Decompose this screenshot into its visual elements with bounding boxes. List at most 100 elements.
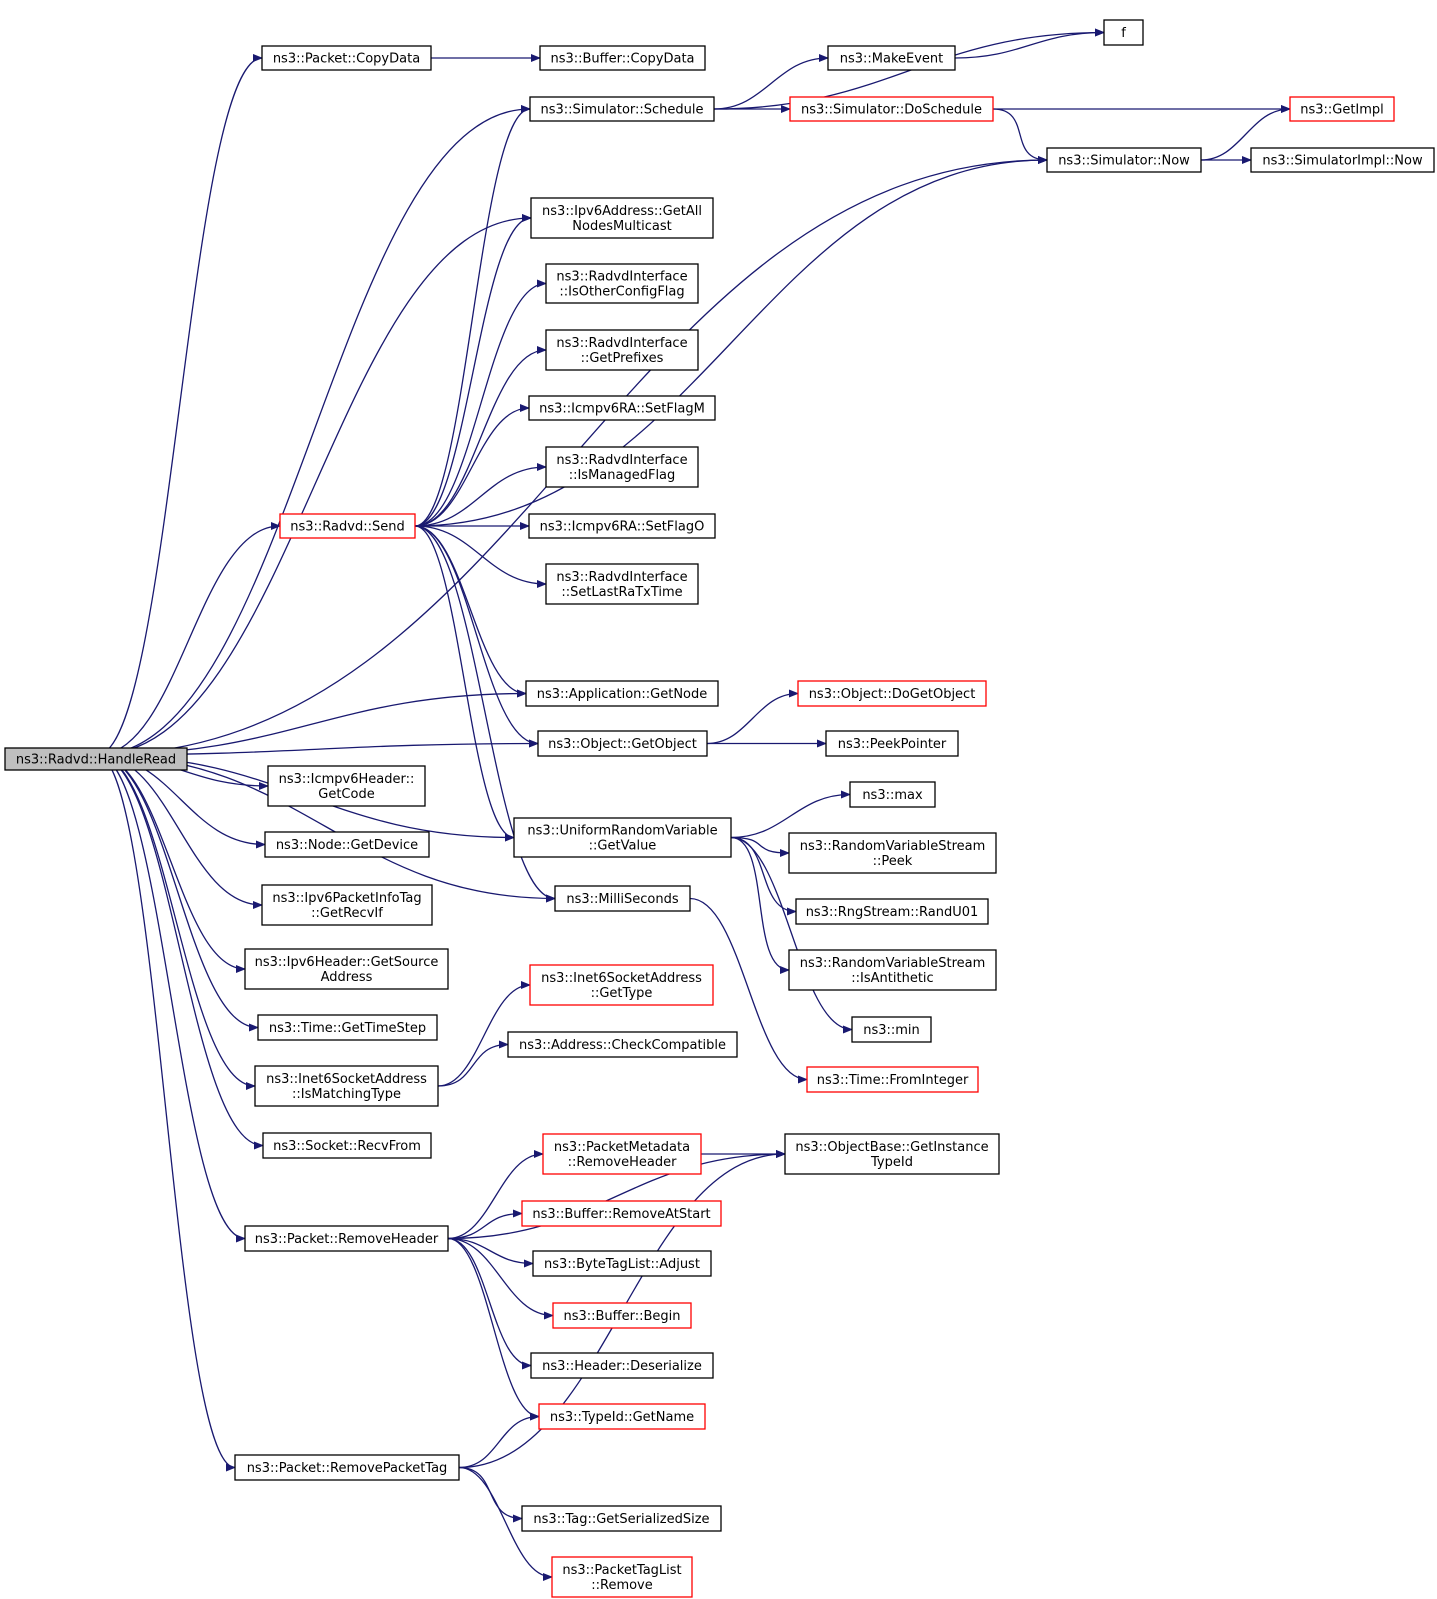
node-schedule[interactable]: ns3::Simulator::Schedule	[529, 96, 715, 122]
node-recvif[interactable]: ns3::Ipv6PacketInfoTag::GetRecvIf	[261, 884, 433, 926]
node-box	[234, 1454, 460, 1481]
edge-send-to-getnode	[414, 525, 527, 698]
node-box	[539, 45, 706, 71]
node-randu01[interactable]: ns3::RngStream::RandU01	[795, 898, 989, 925]
node-setflago[interactable]: ns3::Icmpv6RA::SetFlagO	[528, 513, 716, 539]
node-now[interactable]: ns3::Simulator::Now	[1046, 147, 1202, 173]
node-label: ns3::Simulator::Now	[1058, 154, 1190, 169]
node-antithetic[interactable]: ns3::RandomVariableStream::IsAntithetic	[788, 949, 997, 991]
node-removeatstart[interactable]: ns3::Buffer::RemoveAtStart	[521, 1200, 722, 1227]
node-getvalue[interactable]: ns3::UniformRandomVariable::GetValue	[513, 817, 732, 858]
node-getcode[interactable]: ns3::Icmpv6Header::GetCode	[267, 765, 426, 807]
node-label: ns3::Packet::CopyData	[273, 52, 420, 67]
node-inet6type[interactable]: ns3::Inet6SocketAddress::GetType	[529, 964, 714, 1006]
node-label: ::IsMatchingType	[292, 1087, 401, 1102]
edge-now-to-getimpl	[1200, 105, 1291, 161]
node-setflagm[interactable]: ns3::Icmpv6RA::SetFlagM	[528, 395, 716, 421]
node-box	[264, 831, 430, 858]
node-min[interactable]: ns3::min	[851, 1016, 932, 1043]
node-managed[interactable]: ns3::RadvdInterface::IsManagedFlag	[545, 446, 699, 488]
node-peekpointer[interactable]: ns3::PeekPointer	[825, 730, 959, 757]
node-getdevice[interactable]: ns3::Node::GetDevice	[264, 831, 430, 858]
node-label: ns3::MilliSeconds	[566, 892, 679, 907]
node-box	[532, 1250, 712, 1277]
node-label: ::IsOtherConfigFlag	[559, 285, 684, 300]
node-deserialize[interactable]: ns3::Header::Deserialize	[530, 1352, 714, 1379]
node-makeevent[interactable]: ns3::MakeEvent	[827, 45, 956, 71]
edge-send-to-getvalue	[414, 525, 515, 842]
node-box	[261, 45, 432, 71]
node-doschedule[interactable]: ns3::Simulator::DoSchedule	[789, 96, 994, 122]
node-box	[1103, 19, 1144, 46]
node-max[interactable]: ns3::max	[849, 781, 936, 808]
node-getobject[interactable]: ns3::Object::GetObject	[537, 730, 708, 757]
node-label: ns3::max	[862, 788, 923, 803]
node-box	[267, 765, 426, 807]
node-box	[254, 1065, 439, 1107]
node-box	[525, 680, 719, 707]
node-label: ns3::MakeEvent	[840, 52, 944, 67]
node-label: ns3::Ipv6Address::GetAll	[542, 204, 702, 219]
node-frominteger[interactable]: ns3::Time::FromInteger	[806, 1066, 979, 1093]
node-otherconfig[interactable]: ns3::RadvdInterface::IsOtherConfigFlag	[545, 263, 699, 304]
node-label: ns3::Ipv6PacketInfoTag	[272, 891, 421, 906]
node-label: ns3::Buffer::CopyData	[550, 52, 694, 67]
node-dogetobject[interactable]: ns3::Object::DoGetObject	[797, 680, 987, 707]
node-recvfrom[interactable]: ns3::Socket::RecvFrom	[262, 1132, 432, 1159]
edge-schedule-to-makeevent	[713, 54, 829, 110]
node-box	[538, 1403, 706, 1430]
node-label: ns3::Header::Deserialize	[542, 1359, 702, 1374]
node-getprefixes[interactable]: ns3::RadvdInterface::GetPrefixes	[545, 329, 699, 371]
node-label: ns3::Tag::GetSerializedSize	[533, 1512, 709, 1527]
node-peek[interactable]: ns3::RandomVariableStream::Peek	[788, 832, 997, 874]
node-milliseconds[interactable]: ns3::MilliSeconds	[554, 885, 691, 912]
node-label: ns3::RadvdInterface	[556, 570, 687, 585]
node-f[interactable]: f	[1103, 19, 1144, 46]
node-box	[552, 1302, 692, 1329]
edge-handleread-to-removeheader	[96, 754, 246, 1243]
node-adjust[interactable]: ns3::ByteTagList::Adjust	[532, 1250, 712, 1277]
node-removepackettag[interactable]: ns3::Packet::RemovePacketTag	[234, 1454, 460, 1481]
node-send[interactable]: ns3::Radvd::Send	[279, 513, 416, 539]
edge-handleread-to-getsource	[96, 754, 246, 973]
node-serializedsize[interactable]: ns3::Tag::GetSerializedSize	[521, 1505, 722, 1532]
node-tagremove[interactable]: ns3::PacketTagList::Remove	[551, 1556, 693, 1598]
node-copydata[interactable]: ns3::Packet::CopyData	[261, 45, 432, 71]
node-box	[795, 898, 989, 925]
node-handleread[interactable]: ns3::Radvd::HandleRead	[4, 747, 188, 771]
node-label: ns3::Socket::RecvFrom	[273, 1139, 421, 1154]
edge-removeheader-to-begin	[447, 1237, 554, 1320]
edge-send-to-otherconfig	[414, 279, 547, 527]
node-pmremoveheader[interactable]: ns3::PacketMetadata::RemoveHeader	[542, 1133, 702, 1175]
node-timestep[interactable]: ns3::Time::GetTimeStep	[257, 1014, 438, 1041]
node-box	[262, 1132, 432, 1159]
node-lastratx[interactable]: ns3::RadvdInterface::SetLastRaTxTime	[545, 563, 699, 605]
node-begin[interactable]: ns3::Buffer::Begin	[552, 1302, 692, 1329]
node-box	[528, 513, 716, 539]
node-ismatching[interactable]: ns3::Inet6SocketAddress::IsMatchingType	[254, 1065, 439, 1107]
node-implnow[interactable]: ns3::SimulatorImpl::Now	[1250, 147, 1435, 173]
node-removeheader[interactable]: ns3::Packet::RemoveHeader	[244, 1225, 449, 1252]
edge-handleread-to-recvfrom	[96, 754, 264, 1150]
node-getimpl[interactable]: ns3::GetImpl	[1289, 96, 1395, 122]
edge-handleread-to-getnode	[96, 689, 527, 756]
node-label: ns3::PeekPointer	[838, 737, 947, 752]
node-box	[545, 446, 699, 488]
node-getnode[interactable]: ns3::Application::GetNode	[525, 680, 719, 707]
edge-schedule-to-f	[713, 28, 1105, 110]
node-box	[244, 948, 449, 990]
node-buf_copydata[interactable]: ns3::Buffer::CopyData	[539, 45, 706, 71]
node-box	[521, 1200, 722, 1227]
node-box	[537, 730, 708, 757]
node-getname[interactable]: ns3::TypeId::GetName	[538, 1403, 706, 1430]
node-checkcompat[interactable]: ns3::Address::CheckCompatible	[507, 1031, 738, 1058]
node-label: ns3::Address::CheckCompatible	[519, 1038, 726, 1053]
node-box	[827, 45, 956, 71]
node-label: ns3::Radvd::Send	[290, 520, 404, 535]
node-box	[530, 197, 714, 239]
edge-send-to-schedule	[414, 105, 531, 527]
node-label: ns3::min	[863, 1023, 920, 1038]
